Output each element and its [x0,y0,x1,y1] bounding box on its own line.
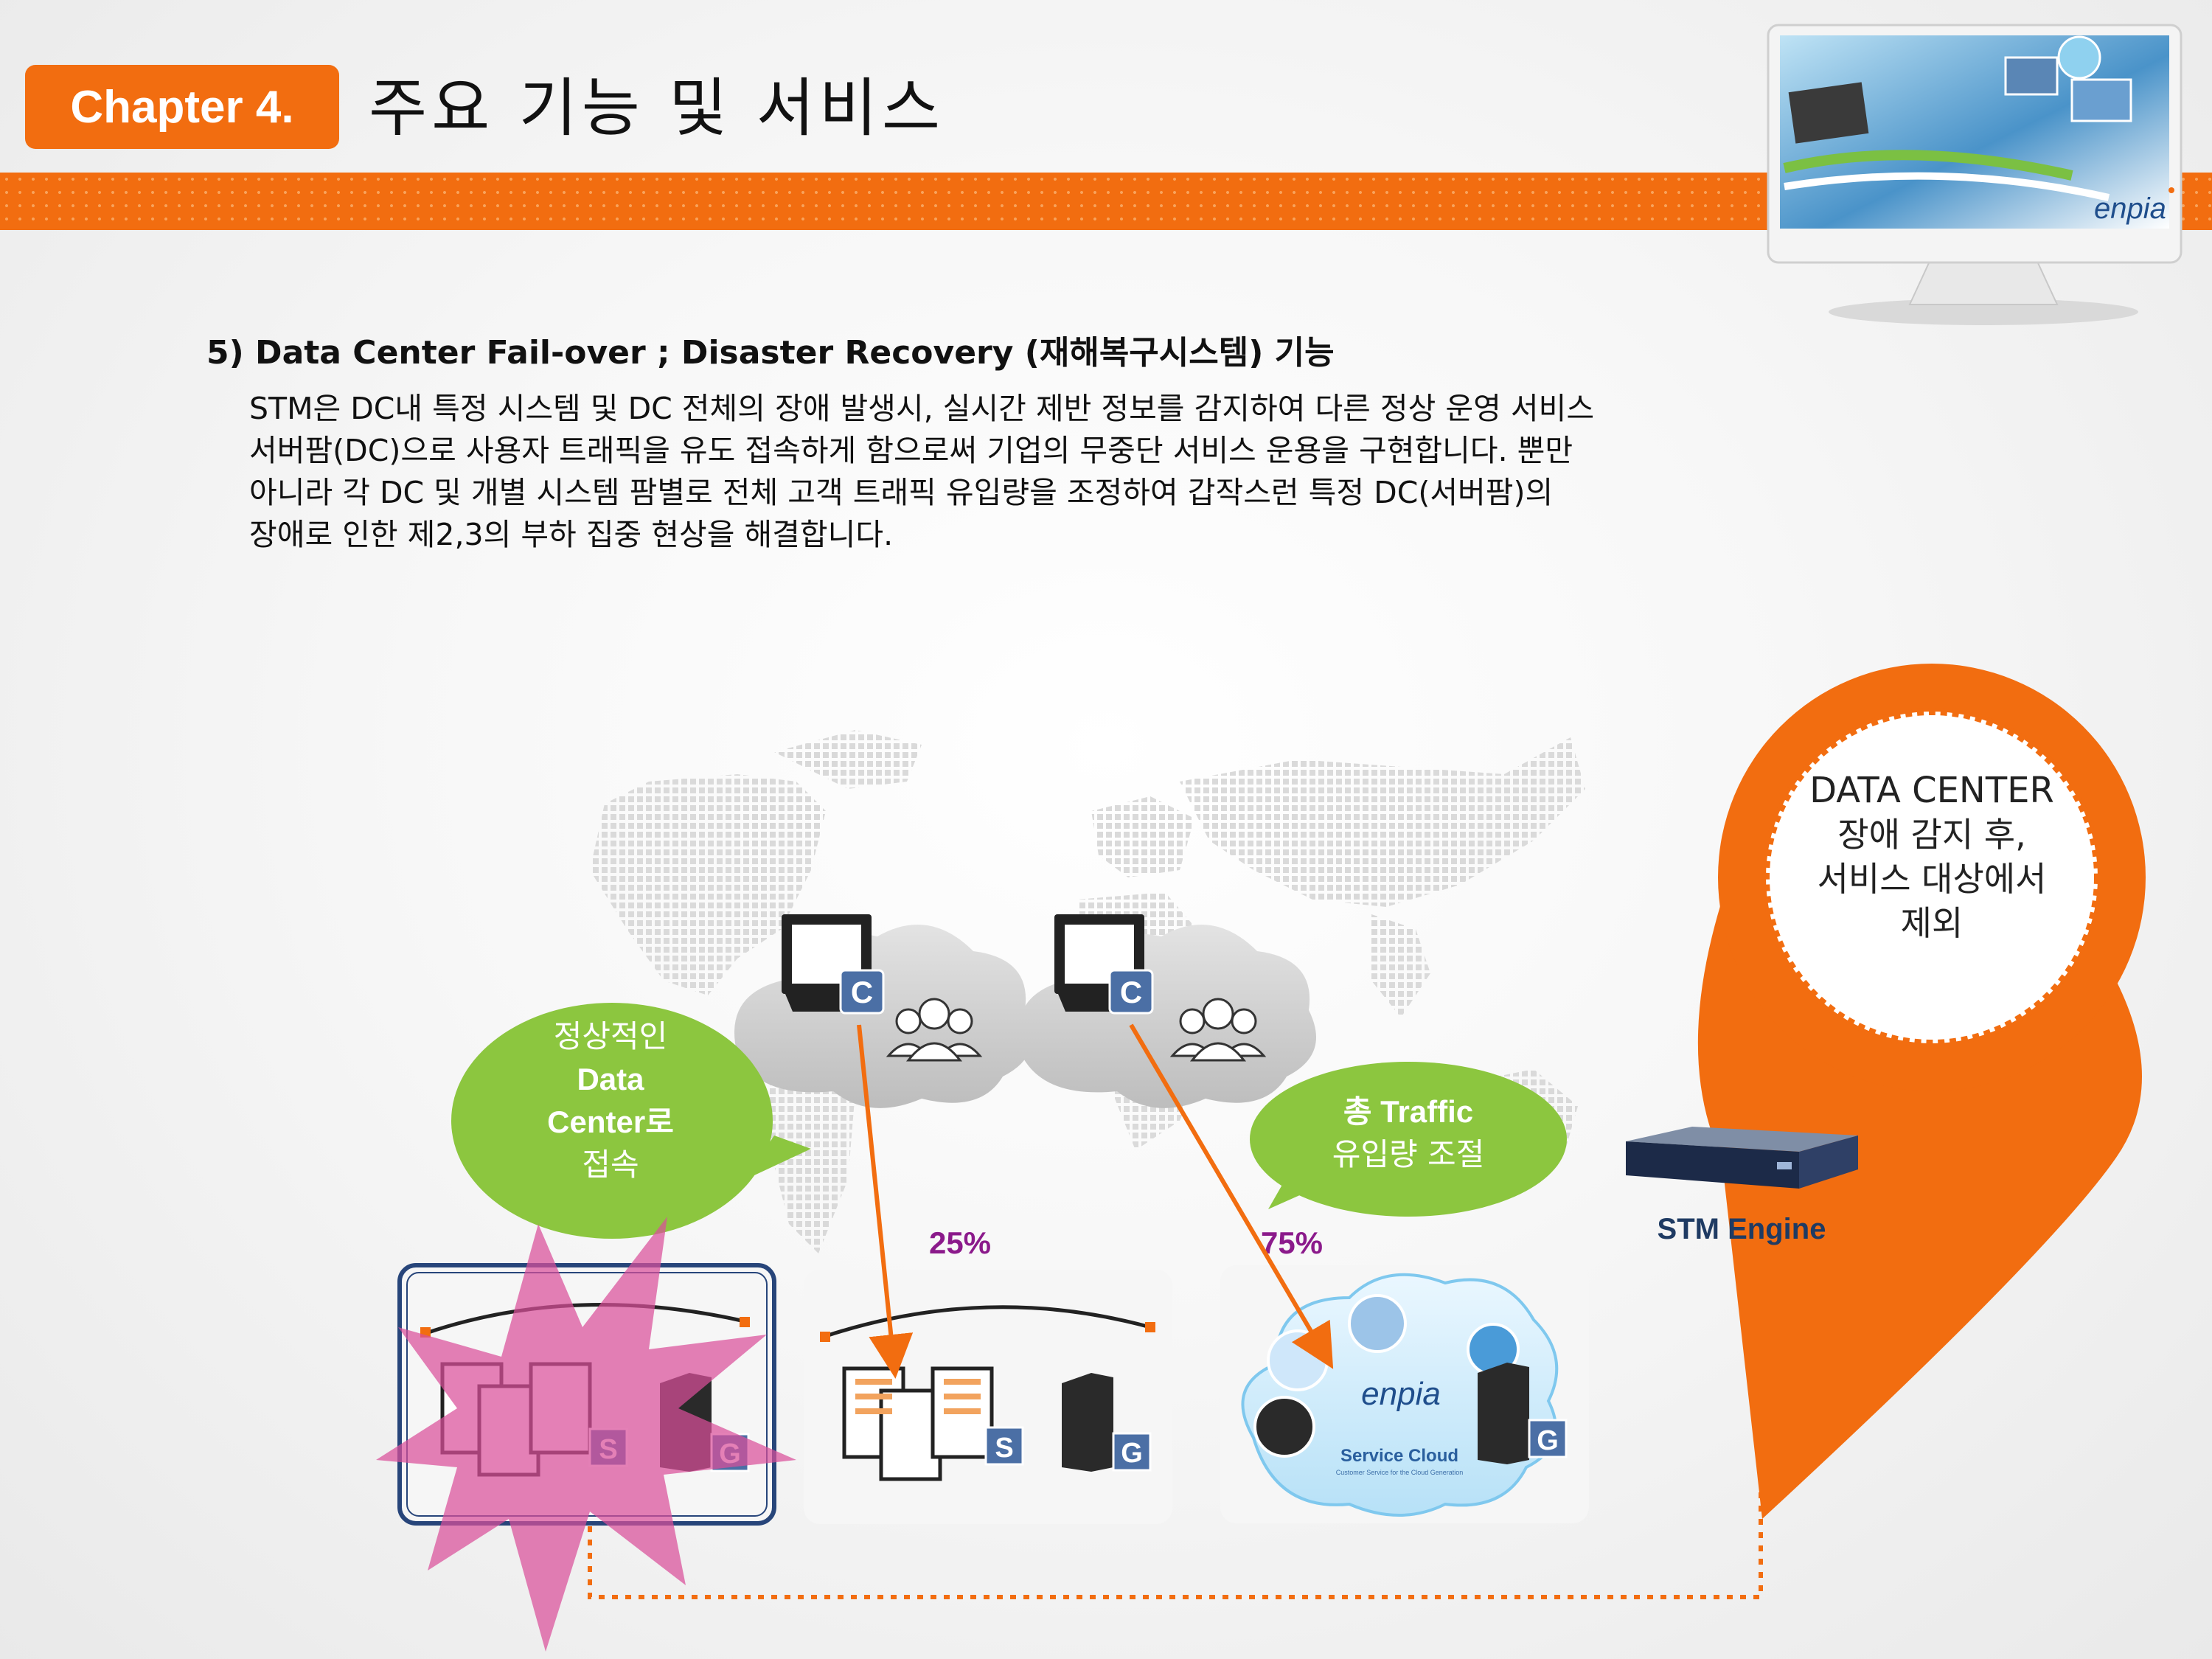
svg-text:G: G [1121,1438,1143,1469]
svg-text:S: S [995,1433,1013,1464]
body-line: 장애로 인한 제2,3의 부하 집중 현상을 해결합니다. [249,517,894,552]
traffic-arrow-75 [1129,1023,1334,1369]
svg-text:Center로: Center로 [547,1105,674,1139]
svg-text:제외: 제외 [1901,903,1964,943]
percent-right: 75% [1261,1225,1323,1260]
percent-left: 25% [929,1225,991,1260]
chapter-badge: Chapter 4. [25,65,339,149]
failover-monitor-path [588,1270,1763,1599]
monitor-illustration: enpia [1767,24,2183,325]
client-badge [1108,969,1154,1015]
failed-data-center: S G [376,1217,914,1652]
svg-text:총 Traffic: 총 Traffic [1343,1094,1473,1129]
users-icon [1169,998,1267,1062]
svg-text:유입량 조절: 유입량 조절 [1332,1136,1485,1172]
client-cloud-2: C [1018,914,1316,1108]
service-cloud-label: Service Cloud [1340,1446,1458,1466]
body-line: STM은 DC내 특정 시스템 및 DC 전체의 장애 발생시, 실시간 제반 … [249,391,1595,426]
svg-text:서비스 대상에서: 서비스 대상에서 [1818,859,2047,899]
svg-text:접속: 접속 [582,1147,639,1183]
svg-text:Data: Data [577,1062,644,1096]
gateway-tower-icon [1062,1373,1113,1472]
client-cloud-1: C [734,914,1032,1108]
active-data-center: S G [804,1270,1172,1524]
failure-detection-pin: DATA CENTER 장애 감지 후, 서비스 대상에서 제외 [1697,664,2146,1519]
chapter-label: Chapter 4. [70,81,294,133]
monitor-brand: enpia [2094,192,2166,225]
callout-normal-access: 정상적인 Data Center로 접속 [451,1003,811,1239]
service-cloud-data-center: enpia Service Cloud Customer Service for… [1220,1265,1589,1523]
gateway-tower-icon [1478,1363,1529,1464]
svg-text:정상적인: 정상적인 [554,1018,668,1054]
svg-text:C: C [1120,975,1142,1009]
arrow-up-icon [1750,1258,1771,1274]
client-badge [839,969,885,1015]
body-line: 아니라 각 DC 및 개별 시스템 팜별로 전체 고객 트래픽 유입량을 조정하… [249,475,1554,510]
stm-engine-label: STM Engine [1658,1213,1826,1245]
body-line: 서버팜(DC)으로 사용자 트래픽을 유도 접속하게 함으로써 기업의 무중단 … [249,433,1573,468]
users-icon [886,998,983,1062]
service-cloud-subtitle: Customer Service for the Cloud Generatio… [1336,1469,1464,1476]
svg-text:장애 감지 후,: 장애 감지 후, [1837,815,2025,855]
traffic-arrow-25 [857,1024,914,1379]
page-title: 주요 기능 및 서비스 [369,72,945,145]
callout-traffic-control: 총 Traffic 유입량 조절 [1250,1062,1567,1217]
svg-text:G: G [1537,1425,1559,1456]
failure-burst [376,1217,796,1652]
svg-text:C: C [851,975,873,1009]
section-heading: 5) Data Center Fail-over ; Disaster Reco… [206,334,1335,372]
cloud-brand: enpia [1361,1376,1441,1412]
stm-engine-appliance: STM Engine [1626,1127,1858,1245]
svg-text:DATA CENTER: DATA CENTER [1809,770,2054,811]
